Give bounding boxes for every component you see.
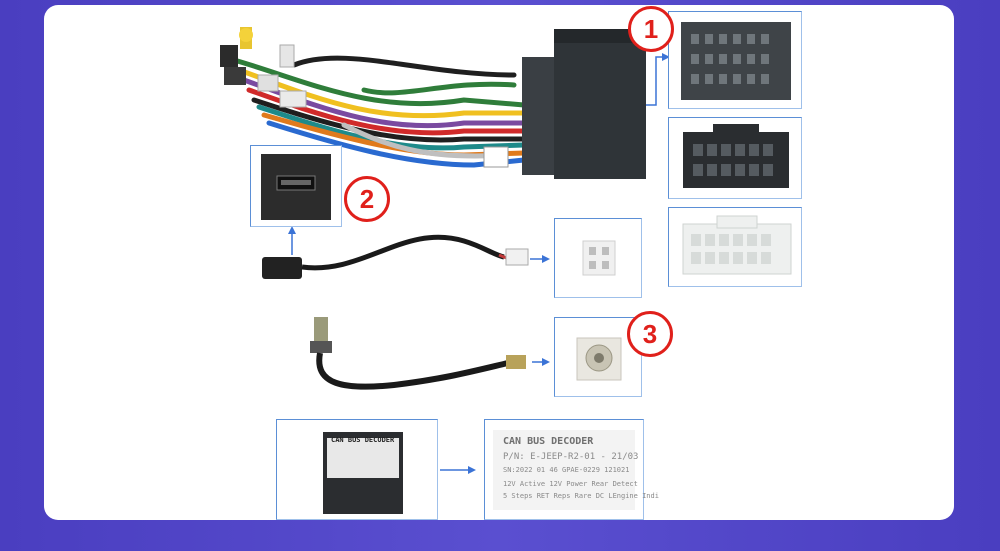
wiring-illustration (220, 27, 670, 474)
decoder-box-title: CAN BUS DECODER (331, 436, 395, 444)
connector-face-icon (681, 22, 791, 100)
white-plug-thumbnail (554, 218, 642, 298)
usb-port-icon (261, 154, 331, 220)
connector-face-icon (683, 124, 789, 188)
decoder-label-thumbnail: CAN BUS DECODER P/N: E-JEEP-R2-01 - 21/0… (484, 419, 659, 520)
decoder-box-thumbnail: CAN BUS DECODER (276, 419, 438, 520)
decoder-label-line-4: 5 Steps RET Reps Rare DC LEngine Indi (503, 492, 659, 500)
decoder-label-line-2: SN:2022 01 46 GPAE-0229 121021 (503, 466, 630, 474)
decoder-box-icon (323, 432, 403, 514)
arrow-icon (646, 56, 666, 106)
decoder-label-line-1: P/N: E-JEEP-R2-01 - 21/03 (503, 452, 639, 462)
usb-port-thumbnail (250, 145, 342, 227)
white-plug-icon (582, 240, 616, 276)
decoder-label-title: CAN BUS DECODER (503, 436, 594, 447)
usb-cable-icon (262, 234, 529, 279)
product-card: CAN BUS DECODER CAN BUS DECODER P/N: E-J… (44, 5, 954, 520)
plug-icon (220, 45, 238, 67)
antenna-jack-icon (576, 337, 622, 381)
main-connector-icon (522, 29, 646, 179)
antenna-cable-icon (310, 317, 526, 390)
connector-face-icon (682, 215, 792, 275)
connector-thumbnail-1 (668, 11, 802, 109)
badge-1: 1 (628, 6, 674, 52)
badge-3: 3 (627, 311, 673, 357)
decoder-label-line-3: 12V Active 12V Power Rear Detect (503, 480, 638, 488)
connector-thumbnail-2 (668, 117, 802, 199)
badge-2: 2 (344, 176, 390, 222)
connector-thumbnail-3 (668, 207, 802, 287)
decoder-label: CAN BUS DECODER P/N: E-JEEP-R2-01 - 21/0… (493, 430, 659, 510)
